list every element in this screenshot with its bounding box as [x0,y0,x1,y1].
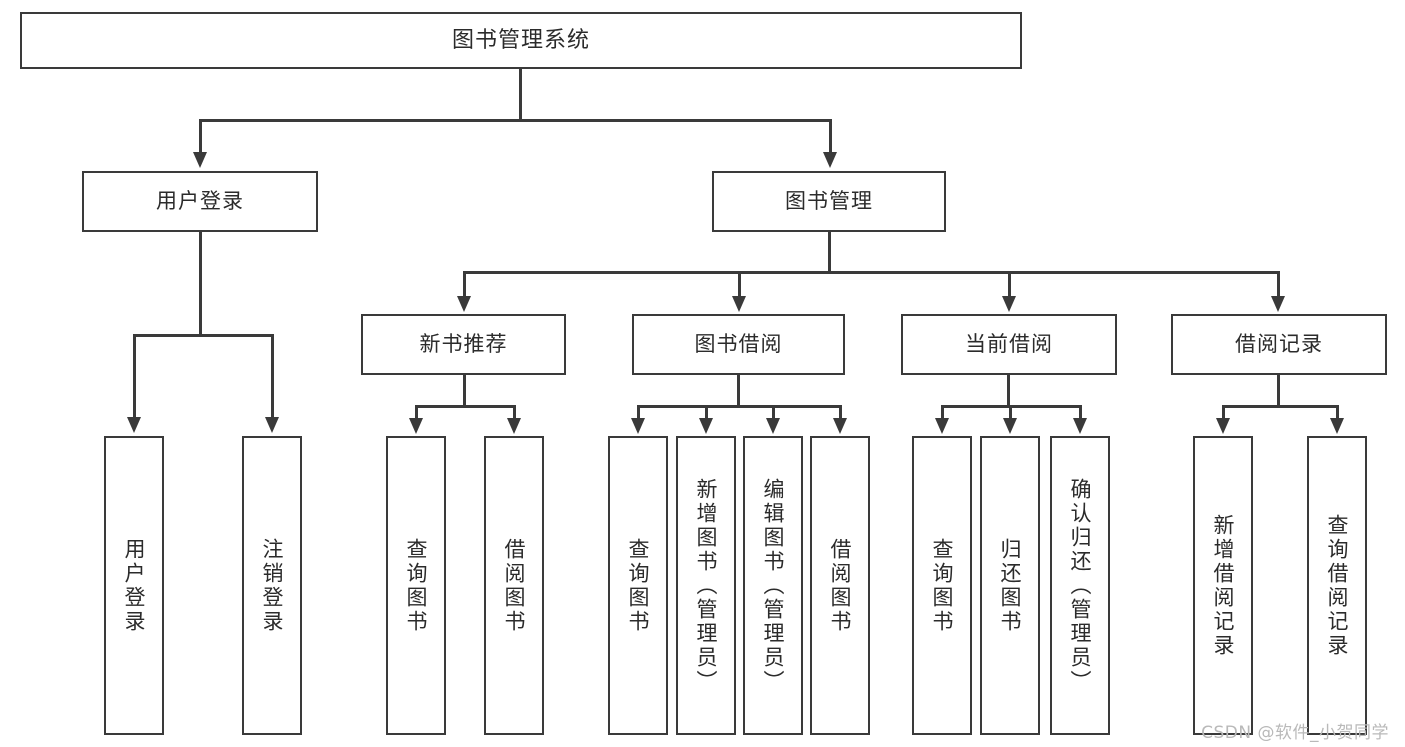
arrow-to-leaf-return-book [1003,418,1017,434]
node-leaf-add-record[interactable]: 新增借阅记录 [1193,436,1253,735]
connector-user-login-bus [133,334,273,337]
arrow-to-borrow-record [1271,296,1285,312]
node-label: 新增借阅记录 [1211,513,1236,658]
node-user-login[interactable]: 用户登录 [82,171,318,232]
arrow-to-book-management [823,152,837,168]
node-leaf-borrow-books-2[interactable]: 借阅图书 [810,436,870,735]
connector-cb-branch-3 [1079,405,1082,421]
arrow-to-new-book-recommend [457,296,471,312]
arrow-to-leaf-query-books-1 [409,418,423,434]
node-label: 当前借阅 [965,332,1053,357]
node-new-book-recommend[interactable]: 新书推荐 [361,314,566,375]
connector-root-to-user-login [199,119,202,154]
arrow-to-current-borrow [1002,296,1016,312]
connector-bb-branch-4 [839,405,842,421]
arrow-to-book-borrow [732,296,746,312]
node-label: 编辑图书（管理员） [761,477,786,694]
connector-nbr-stem [463,375,466,407]
watermark-text: CSDN @软件_小贺同学 [1201,723,1389,743]
connector-bm-branch-2 [738,271,741,298]
node-root-system[interactable]: 图书管理系统 [20,12,1022,69]
arrow-to-leaf-query-books-3 [935,418,949,434]
connector-br-stem [1277,375,1280,407]
connector-root-stem [519,69,522,121]
connector-bb-branch-3 [772,405,775,421]
arrow-to-leaf-logout [265,417,279,433]
node-leaf-query-books-3[interactable]: 查询图书 [912,436,972,735]
arrow-to-leaf-user-login [127,417,141,433]
node-leaf-query-books-1[interactable]: 查询图书 [386,436,446,735]
node-label: 借阅图书 [502,537,527,634]
connector-root-bus [199,119,831,122]
connector-br-branch-1 [1222,405,1225,421]
arrow-to-leaf-confirm-return [1073,418,1087,434]
node-label: 查询图书 [404,537,429,634]
connector-bb-stem [737,375,740,407]
connector-root-to-book-management [829,119,832,154]
connector-cb-stem [1007,375,1010,407]
connector-bm-branch-4 [1277,271,1280,298]
node-label: 归还图书 [998,537,1023,634]
arrow-to-leaf-add-book [699,418,713,434]
node-label: 查询借阅记录 [1325,513,1350,658]
node-leaf-borrow-books-1[interactable]: 借阅图书 [484,436,544,735]
arrow-to-leaf-query-books-2 [631,418,645,434]
arrow-to-user-login [193,152,207,168]
connector-bb-branch-1 [637,405,640,421]
arrow-to-leaf-edit-book [766,418,780,434]
connector-br-bus [1222,405,1338,408]
node-leaf-query-record[interactable]: 查询借阅记录 [1307,436,1367,735]
node-label: 新增图书（管理员） [694,477,719,694]
node-label: 新书推荐 [419,332,508,357]
connector-user-login-stem [199,232,202,336]
connector-bb-bus [637,405,841,408]
connector-book-management-bus [463,271,1277,274]
connector-cb-branch-1 [941,405,944,421]
connector-bb-branch-2 [705,405,708,421]
connector-bm-branch-3 [1008,271,1011,298]
node-leaf-return-book[interactable]: 归还图书 [980,436,1040,735]
node-leaf-edit-book[interactable]: 编辑图书（管理员） [743,436,803,735]
node-leaf-user-login[interactable]: 用户登录 [104,436,164,735]
connector-bm-branch-1 [463,271,466,298]
node-current-borrow[interactable]: 当前借阅 [901,314,1117,375]
node-label: 用户登录 [122,537,147,634]
connector-nbr-branch-2 [513,405,516,421]
node-borrow-record[interactable]: 借阅记录 [1171,314,1387,375]
connector-nbr-branch-1 [415,405,418,421]
connector-book-management-stem [828,232,831,273]
node-label: 查询图书 [626,537,651,634]
node-label: 借阅图书 [828,537,853,634]
node-label: 注销登录 [260,537,285,634]
connector-nbr-bus [415,405,515,408]
node-leaf-query-books-2[interactable]: 查询图书 [608,436,668,735]
node-leaf-confirm-return[interactable]: 确认归还（管理员） [1050,436,1110,735]
connector-user-login-branch-1 [133,334,136,419]
arrow-to-leaf-borrow-books-1 [507,418,521,434]
connector-cb-branch-2 [1009,405,1012,421]
node-label: 确认归还（管理员） [1068,477,1093,694]
arrow-to-leaf-add-record [1216,418,1230,434]
node-book-management[interactable]: 图书管理 [712,171,946,232]
node-label: 图书借阅 [694,332,783,357]
node-book-borrow[interactable]: 图书借阅 [632,314,845,375]
node-leaf-logout[interactable]: 注销登录 [242,436,302,735]
arrow-to-leaf-borrow-books-2 [833,418,847,434]
arrow-to-leaf-query-record [1330,418,1344,434]
connector-user-login-branch-2 [271,334,274,419]
node-label: 借阅记录 [1235,332,1323,357]
node-label: 图书管理系统 [451,27,590,53]
node-leaf-add-book[interactable]: 新增图书（管理员） [676,436,736,735]
connector-br-branch-2 [1336,405,1339,421]
node-label: 图书管理 [785,189,873,214]
node-label: 用户登录 [156,189,244,214]
node-label: 查询图书 [930,537,955,634]
